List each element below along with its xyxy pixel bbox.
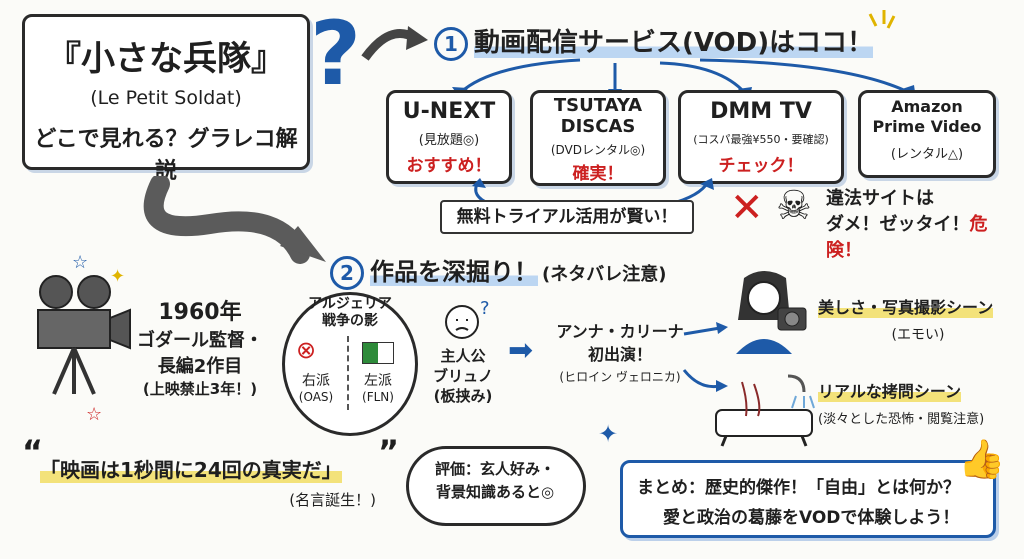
skull-icon: ☠ — [776, 183, 812, 229]
torture-scene-title: リアルな拷問シーン — [818, 378, 962, 402]
right-wing-label: 右派 — [302, 373, 330, 389]
torture-scene-block: リアルな拷問シーン (淡々とした恐怖・閲覧注意) — [818, 378, 1018, 427]
anna-line1: アンナ・カリーナ — [556, 322, 684, 341]
left-wing-label: 左派 — [364, 373, 392, 389]
service-name: DMM TV — [710, 99, 812, 124]
sparkle-decoration-icon: ✦ — [110, 266, 126, 287]
right-arrow-icon: ➡ — [508, 333, 534, 368]
release-year: 1960年 — [158, 300, 242, 325]
thumbs-up-icon: 👍 — [958, 437, 1006, 481]
thinking-person-icon: ? — [445, 298, 490, 339]
service-card-unext: U-NEXT (見放題◎) おすすめ！ — [386, 90, 512, 184]
ban-line: (上映禁止3年！) — [142, 380, 258, 398]
star-decoration-icon: ☆ — [86, 404, 103, 425]
service-note: (コスパ最強¥550・要確認) — [693, 133, 829, 146]
quote-mark-icon: “ — [22, 433, 44, 471]
section2-note: (ネタバレ注意) — [542, 264, 667, 285]
section2-number: 2 — [330, 256, 364, 290]
title-box: 『小さな兵隊』 (Le Petit Soldat) どこで見れる？グラレコ解説 — [22, 14, 310, 184]
service-card-amazon: Amazon Prime Video (レンタル△) — [858, 90, 996, 178]
work-line: 長編2作目 — [157, 356, 243, 377]
service-name: TSUTAYA DISCAS — [553, 95, 643, 137]
sparkle-icon — [868, 10, 896, 29]
woman-with-camera-icon — [736, 271, 807, 354]
film-projector-icon — [37, 275, 131, 395]
protagonist-block: 主人公 ブリュノ (板挟み) — [418, 346, 508, 406]
question-mark-icon: ? — [310, 2, 362, 105]
service-tag: 確実！ — [572, 164, 624, 184]
arrow-to-section1-icon — [361, 26, 428, 61]
algeria-flag-icon — [362, 342, 394, 364]
quote-mark-icon: ” — [378, 433, 400, 471]
war-title2: 戦争の影 — [322, 313, 378, 329]
quote-block: 「映画は1秒間に24回の真実だ」 (名言誕生！) — [40, 454, 384, 510]
service-note: (レンタル△) — [890, 147, 964, 162]
summary-box: まとめ：歴史的傑作！「自由」とは何か？ 愛と政治の葛藤をVODで体験しよう！ — [620, 460, 996, 538]
service-tag: おすすめ！ — [406, 156, 492, 176]
quote-text: 「映画は1秒間に24回の真実だ」 — [40, 454, 342, 483]
service-tag: チェック！ — [718, 156, 804, 176]
war-title: アルジェリア 戦争の影 — [282, 296, 418, 330]
service-name: U-NEXT — [402, 99, 496, 124]
arrow-to-section2-icon — [143, 176, 326, 264]
evaluation-line1: 評価：玄人好み・ — [434, 460, 555, 478]
service-card-tsutaya: TSUTAYA DISCAS (DVDレンタル◎) 確実！ — [530, 90, 666, 186]
service-name: Amazon Prime Video — [872, 97, 982, 136]
left-wing-org: (FLN) — [362, 390, 394, 404]
photo-scene-title: 美しさ・写真撮影シーン — [818, 294, 994, 318]
sparkle-decoration-icon: ✦ — [598, 420, 619, 448]
year-block: 1960年 ゴダール監督・ 長編2作目 (上映禁止3年！) — [120, 294, 280, 399]
star-decoration-icon: ☆ — [72, 252, 89, 273]
photo-scene-sub: (エモい) — [891, 327, 945, 343]
title-sub: (Le Petit Soldat) — [90, 87, 242, 109]
evaluation-cloud — [406, 446, 586, 526]
right-wing: 右派 (OAS) — [288, 370, 344, 404]
warning-line1: 違法サイトは — [826, 188, 934, 209]
title-main: 『小さな兵隊』 — [47, 39, 285, 79]
anna-line2: 初出演！ — [587, 345, 652, 364]
section1-title: 動画配信サービス(VOD)はココ！ — [474, 28, 874, 58]
service-note: (DVDレンタル◎) — [550, 143, 646, 157]
warning-danger: 危険！ — [826, 214, 988, 261]
branch-arrows — [682, 322, 728, 392]
quote-sub: (名言誕生！) — [289, 491, 376, 509]
trial-banner: 無料トライアル活用が賢い！ — [440, 200, 694, 234]
svg-text:?: ? — [480, 298, 490, 319]
left-wing: 左派 (FLN) — [350, 370, 406, 404]
service-card-dmm: DMM TV (コスパ最強¥550・要確認) チェック！ — [678, 90, 844, 184]
war-bubble — [282, 292, 418, 436]
war-title1: アルジェリア — [308, 296, 392, 312]
section1-number: 1 — [434, 26, 468, 61]
title-tagline: どこで見れる？グラレコ解説 — [34, 127, 298, 184]
torture-scene-sub: (淡々とした恐怖・閲覧注意) — [818, 412, 985, 427]
cross-icon: ✕ — [730, 185, 764, 231]
section2-title: 作品を深掘り！ — [370, 258, 538, 286]
protagonist-line1: 主人公 — [440, 347, 486, 365]
bathtub-icon — [715, 374, 815, 447]
anna-line3: (ヒロイン ヴェロニカ) — [559, 370, 681, 384]
evaluation-block: 評価：玄人好み・ 背景知識あると◎ — [410, 458, 580, 504]
protagonist-line2: ブリュノ — [432, 367, 493, 385]
photo-scene-block: 美しさ・写真撮影シーン (エモい) — [818, 294, 1018, 344]
right-wing-org: (OAS) — [298, 390, 334, 404]
protagonist-line3: (板挟み) — [433, 387, 493, 405]
warning-line2: ダメ！ゼッタイ！ — [826, 214, 970, 235]
warning-block: 違法サイトは ダメ！ゼッタイ！危険！ — [826, 186, 1016, 264]
anna-block: アンナ・カリーナ 初出演！ (ヒロイン ヴェロニカ) — [540, 320, 700, 389]
summary-line1: まとめ：歴史的傑作！「自由」とは何か？ — [637, 478, 960, 498]
prohibited-icon: ⊗ — [296, 336, 317, 364]
service-note: (見放題◎) — [418, 133, 480, 148]
director-line: ゴダール監督・ — [137, 330, 263, 351]
war-divider — [347, 336, 349, 410]
evaluation-line2: 背景知識あると◎ — [435, 483, 555, 501]
summary-line2: 愛と政治の葛藤をVODで体験しよう！ — [663, 508, 960, 528]
